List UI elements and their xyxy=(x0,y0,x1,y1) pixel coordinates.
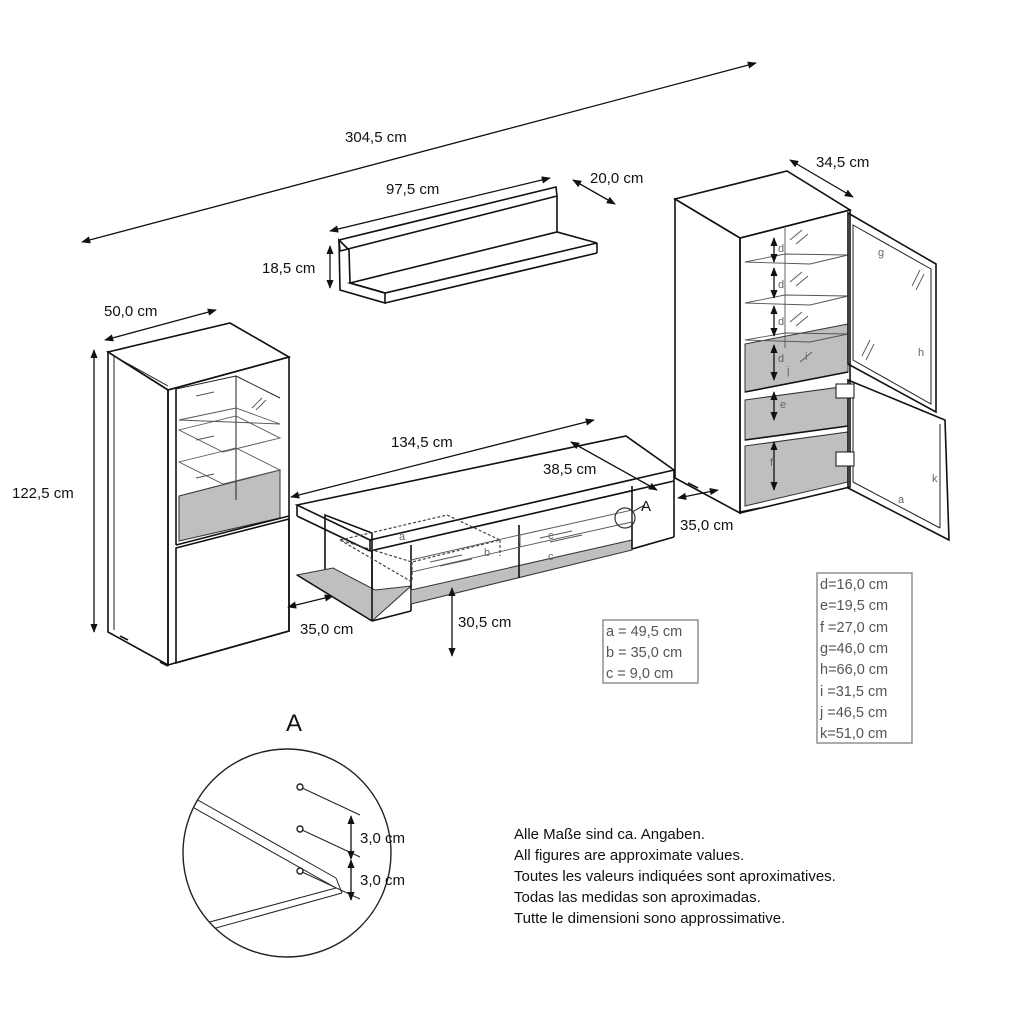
part-label-d-1: d xyxy=(778,243,784,255)
total-width-arrow xyxy=(81,61,757,244)
part-label-c-top: c xyxy=(548,530,554,542)
part-label-g: g xyxy=(878,247,884,259)
legend-dk-line-8: k=51,0 cm xyxy=(820,726,887,742)
right-vitrine xyxy=(672,170,950,542)
shelf-width-label: 97,5 cm xyxy=(386,181,439,198)
part-label-f: f xyxy=(770,457,774,469)
left-depth-label: 35,0 cm xyxy=(300,621,353,638)
part-label-j: j xyxy=(786,365,789,377)
left-width-arrow xyxy=(104,308,217,342)
legend-dk-line-7: j =46,5 cm xyxy=(819,705,887,721)
part-label-b: b xyxy=(484,547,490,559)
legend-abc-line-1: a = 49,5 cm xyxy=(606,624,682,640)
note-en: All figures are approximate values. xyxy=(514,847,744,864)
detail-title: A xyxy=(286,710,302,737)
note-fr: Toutes les valeurs indiquées sont aproxi… xyxy=(514,868,836,885)
detail-spacing-1-label: 3,0 cm xyxy=(360,830,405,847)
right-depth-label: 35,0 cm xyxy=(680,517,733,534)
shelf-depth-arrow xyxy=(572,179,616,205)
part-label-c-bottom: c xyxy=(548,551,554,563)
left-depth-arrow xyxy=(287,594,334,609)
shelf-width-arrow xyxy=(329,176,551,233)
right-width-label: 34,5 cm xyxy=(816,154,869,171)
note-it: Tutte le dimensioni sono approssimative. xyxy=(514,910,785,927)
tv-height-label: 30,5 cm xyxy=(458,614,511,631)
legend-abc: a = 49,5 cm b = 35,0 cm c = 9,0 cm xyxy=(602,619,699,684)
tv-lowboard xyxy=(294,435,676,622)
left-width-label: 50,0 cm xyxy=(104,303,157,320)
part-label-h: h xyxy=(918,347,924,359)
legend-dk-line-1: d=16,0 cm xyxy=(820,577,888,593)
part-label-d-2: d xyxy=(778,279,784,291)
note-es: Todas las medidas son aproximadas. xyxy=(514,889,761,906)
total-width-label: 304,5 cm xyxy=(345,129,407,146)
tv-depth-arrow xyxy=(570,441,658,491)
detail-a-view xyxy=(182,748,392,958)
part-label-a-tv: a xyxy=(399,531,406,543)
legend-abc-line-3: c = 9,0 cm xyxy=(606,666,673,682)
legend-dk-line-5: h=66,0 cm xyxy=(820,662,888,678)
detail-spacing-2-label: 3,0 cm xyxy=(360,872,405,889)
part-label-e: e xyxy=(780,399,786,411)
right-width-arrow xyxy=(789,159,854,198)
legend-abc-line-2: b = 35,0 cm xyxy=(606,645,682,661)
part-label-d-3: d xyxy=(778,316,784,328)
note-de: Alle Maße sind ca. Angaben. xyxy=(514,826,705,843)
legend-dk: d=16,0 cm e=19,5 cm f =27,0 cm g=46,0 cm… xyxy=(816,572,913,744)
shelf-height-label: 18,5 cm xyxy=(262,260,315,277)
tv-width-label: 134,5 cm xyxy=(391,434,453,451)
approximation-notes: Alle Maße sind ca. Angaben. All figures … xyxy=(514,826,836,927)
legend-dk-line-4: g=46,0 cm xyxy=(820,641,888,657)
shelf-depth-label: 20,0 cm xyxy=(590,170,643,187)
part-label-d-4: d xyxy=(778,353,784,365)
legend-dk-line-3: f =27,0 cm xyxy=(820,620,888,636)
left-highboard xyxy=(105,322,292,667)
right-depth-arrow xyxy=(677,488,719,500)
legend-dk-line-6: i =31,5 cm xyxy=(820,684,887,700)
left-height-label: 122,5 cm xyxy=(12,485,74,502)
tv-depth-label: 38,5 cm xyxy=(543,461,596,478)
part-label-i: i xyxy=(805,351,807,363)
wall-shelf xyxy=(338,186,598,305)
tv-width-arrow xyxy=(290,418,595,499)
part-label-k: k xyxy=(932,473,938,485)
part-label-a-door: a xyxy=(898,494,905,506)
detail-marker-label: A xyxy=(641,498,651,515)
legend-dk-line-2: e=19,5 cm xyxy=(820,598,888,614)
